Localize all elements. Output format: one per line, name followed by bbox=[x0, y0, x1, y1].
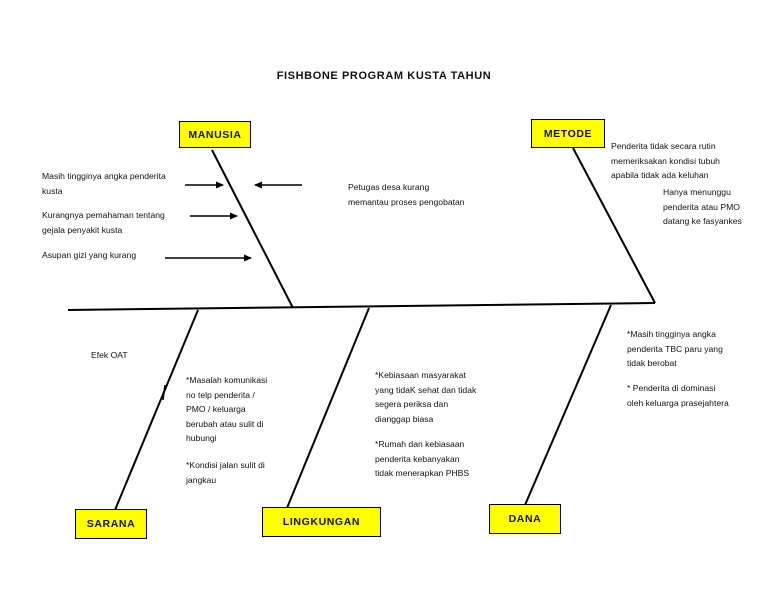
bone-lingkungan bbox=[286, 307, 370, 509]
cause-lingkungan-2: *Rumah dan kebiasaan penderita kebanyaka… bbox=[375, 439, 470, 479]
bone-manusia bbox=[211, 149, 294, 309]
cause-sarana-2: *Masalah komunikasi no telp penderita / … bbox=[186, 375, 268, 444]
bone-dana bbox=[524, 304, 612, 506]
diagram-title: FISHBONE PROGRAM KUSTA TAHUN bbox=[276, 70, 492, 82]
cause-dana-2: * Penderita di dominasi oleh keluarga pr… bbox=[627, 383, 729, 408]
cause-lingkungan-1: *Kebiasaan masyarakat yang tidaK sehat d… bbox=[375, 370, 477, 424]
category-manusia: MANUSIA bbox=[179, 121, 251, 148]
bone-metode bbox=[572, 147, 656, 304]
cause-dana-1: *Masih tingginya angka penderita TBC par… bbox=[627, 329, 723, 369]
category-metode: METODE bbox=[531, 119, 605, 148]
cause-manusia-4: Petugas desa kurang memantau proses peng… bbox=[348, 182, 465, 207]
cause-metode-2: Hanya menunggu penderita atau PMO datang… bbox=[663, 187, 742, 227]
cause-manusia-2: Kurangnya pemahaman tentang gejala penya… bbox=[42, 210, 165, 235]
spine-line bbox=[67, 302, 656, 311]
category-sarana: SARANA bbox=[75, 509, 147, 539]
category-dana: DANA bbox=[489, 504, 561, 534]
cause-sarana-3: *Kondisi jalan sulit di jangkau bbox=[186, 460, 265, 485]
cause-sarana-1: Efek OAT bbox=[91, 350, 128, 360]
category-lingkungan: LINGKUNGAN bbox=[262, 507, 381, 537]
cause-manusia-3: Asupan gizi yang kurang bbox=[42, 250, 137, 260]
bone-sarana bbox=[114, 309, 199, 511]
cause-metode-1: Penderita tidak secara rutin memeriksaka… bbox=[611, 141, 720, 181]
cause-manusia-1: Masih tingginya angka penderita kusta bbox=[42, 171, 166, 196]
tick-mark bbox=[162, 384, 166, 401]
